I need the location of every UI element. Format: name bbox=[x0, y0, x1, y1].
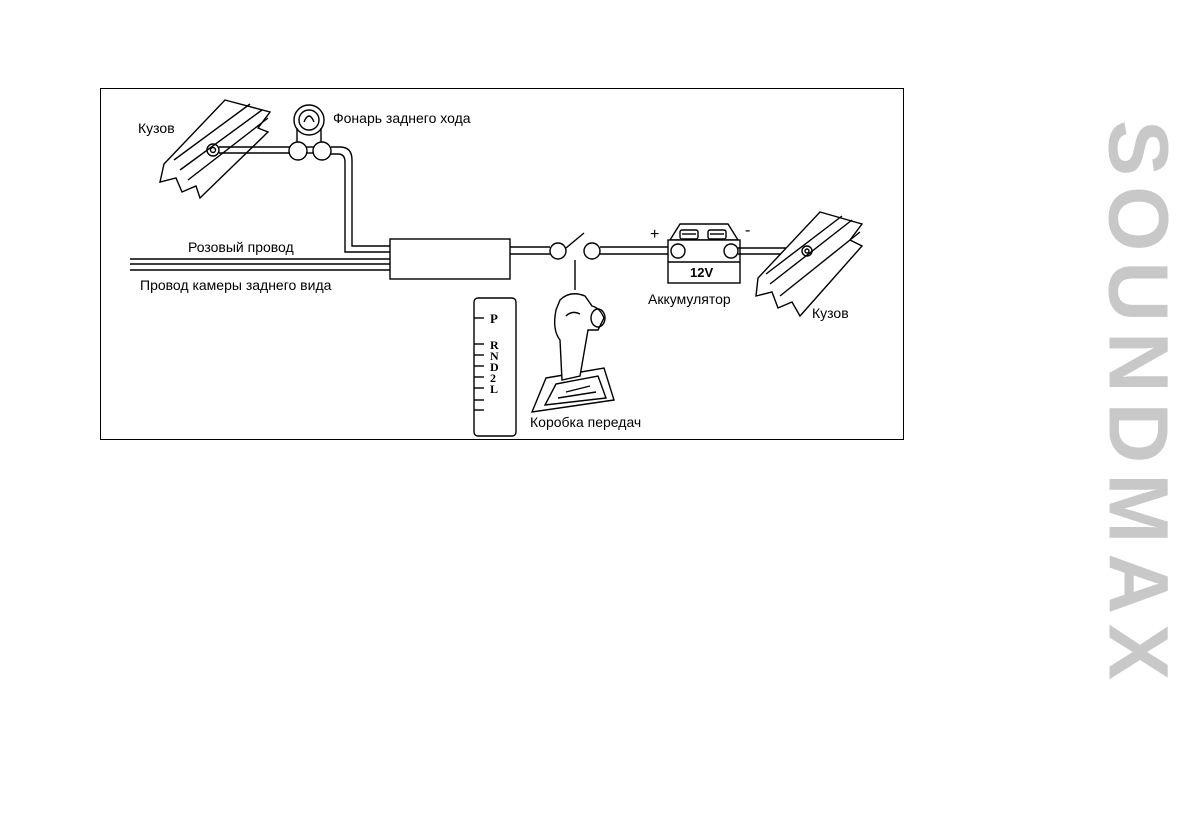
switch-to-battery-wire bbox=[600, 246, 672, 255]
label-body-right: Кузов bbox=[812, 305, 849, 321]
box-to-switch-wire bbox=[510, 242, 567, 260]
gear-position-p: P bbox=[490, 311, 498, 326]
camera-wires bbox=[130, 258, 390, 271]
reverse-lamp bbox=[288, 104, 332, 161]
gear-position-r: R bbox=[490, 338, 499, 352]
gear-position-l: L bbox=[490, 382, 499, 396]
lamp-to-box-wire bbox=[331, 146, 390, 253]
reverse-switch bbox=[565, 232, 601, 290]
label-minus: - bbox=[745, 222, 751, 239]
label-plus: + bbox=[650, 226, 660, 243]
label-gearbox: Коробка передач bbox=[530, 414, 642, 430]
gear-indicator-panel bbox=[473, 297, 517, 437]
label-camera-wire: Провод камеры заднего вида bbox=[140, 277, 332, 293]
gear-position-d: D bbox=[490, 360, 499, 374]
connector-box bbox=[389, 238, 511, 280]
gear-shifter bbox=[530, 293, 615, 413]
brand-logo: SOUNDMAX bbox=[1092, 55, 1186, 755]
label-reverse-lamp: Фонарь заднего хода bbox=[333, 110, 471, 126]
gear-position-2: 2 bbox=[490, 371, 496, 385]
car-body-left bbox=[159, 99, 272, 200]
label-pink-wire: Розовый провод bbox=[188, 239, 294, 255]
label-voltage: 12V bbox=[690, 265, 714, 280]
brand-logo-text: SOUNDMAX bbox=[1091, 119, 1186, 691]
label-body-left: Кузов bbox=[138, 120, 175, 136]
label-battery: Аккумулятор bbox=[648, 291, 731, 307]
battery bbox=[667, 223, 741, 284]
car-body-right bbox=[755, 211, 864, 318]
gear-position-n: N bbox=[490, 349, 499, 363]
diagram-frame bbox=[100, 88, 904, 440]
